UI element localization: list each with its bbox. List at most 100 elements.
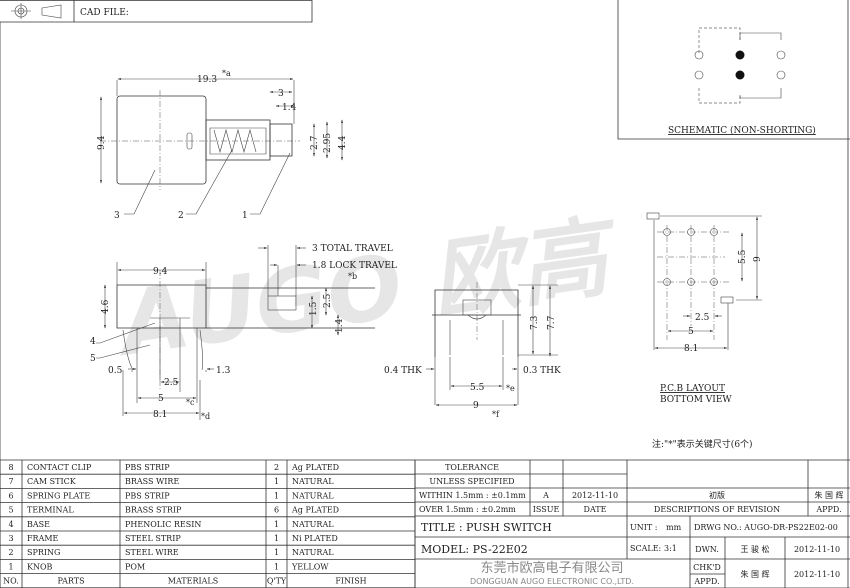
bom-cell-finish: Ag PLATED bbox=[291, 463, 339, 472]
bom-cell-no: 6 bbox=[8, 491, 13, 500]
pcb-bottom-view-title: BOTTOM VIEW bbox=[660, 395, 732, 405]
bom-header-no: NO. bbox=[3, 577, 19, 586]
bom-cell-qty: 1 bbox=[274, 491, 279, 500]
schematic-panel: SCHEMATIC (NON-SHORTING) bbox=[617, 0, 850, 140]
revision-date: 2012-11-10 bbox=[572, 491, 618, 500]
dim-1-4: 1.4 bbox=[335, 318, 345, 333]
bom-cell-no: 2 bbox=[8, 548, 13, 557]
dim-5: 5 bbox=[158, 394, 164, 404]
front-view: 7.3 7.7 0.4 THK 0.3 THK 5.5 *e 9 *f bbox=[384, 282, 561, 419]
revision-description: 初版 bbox=[709, 490, 725, 500]
dim-1-4: 1.4 bbox=[282, 103, 297, 113]
drawn-by: 王 骏 松 bbox=[740, 544, 769, 554]
pcb-layout: 5.5 9 2.5 5 8.1 P.C.B LAYOUT BOTTOM VIEW… bbox=[646, 212, 763, 450]
bom-cell-qty: 2 bbox=[274, 463, 279, 472]
dim-9: 9 bbox=[753, 256, 763, 262]
dim-4-6: 4.6 bbox=[101, 299, 111, 314]
header-strip: CAD FILE: bbox=[0, 0, 313, 588]
bom-cell-qty: 1 bbox=[274, 562, 279, 571]
dim-7-7: 7.7 bbox=[547, 315, 557, 330]
dim-0-5: 0.5 bbox=[108, 366, 123, 376]
unit-value: mm bbox=[666, 523, 682, 532]
revision-approver: 朱 国 辉 bbox=[814, 490, 843, 500]
schematic-title: SCHEMATIC (NON-SHORTING) bbox=[668, 125, 816, 136]
tolerance-label: TOLERANCE bbox=[445, 463, 499, 472]
key-dimension-note: 注:"*"表示关键尺寸(6个) bbox=[652, 438, 753, 450]
cad-file-label: CAD FILE: bbox=[80, 8, 129, 18]
callout-1: 1 bbox=[242, 211, 248, 221]
scale-value: 3:1 bbox=[664, 544, 677, 553]
dim-1-5: 1.5 bbox=[309, 301, 319, 316]
dim-4-4: 4.4 bbox=[338, 135, 348, 150]
pcb-layout-title: P.C.B LAYOUT bbox=[660, 384, 725, 394]
bom-cell-no: 5 bbox=[8, 506, 13, 515]
key-dim-b: *b bbox=[348, 272, 357, 281]
dim-8-1: 8.1 bbox=[153, 410, 167, 420]
bom-cell-parts: TERMINAL bbox=[27, 506, 74, 515]
date-label: DATE bbox=[584, 505, 607, 514]
bom-cell-materials: PBS STRIP bbox=[125, 463, 170, 472]
bom-cell-parts: CONTACT CLIP bbox=[27, 463, 92, 472]
dim-9: 9 bbox=[473, 401, 479, 411]
dim-5: 5 bbox=[688, 327, 694, 337]
bom-cell-materials: STEEL WIRE bbox=[125, 548, 179, 557]
tolerance-within: WITHIN 1.5mm : ±0.1mm bbox=[419, 491, 526, 500]
callout-2: 2 bbox=[178, 211, 184, 221]
bom-cell-parts: SPRING bbox=[27, 548, 60, 557]
dim-19-3: 19.3 bbox=[197, 75, 217, 85]
bom-cell-finish: NATURAL bbox=[292, 477, 334, 486]
key-dim-d: *d bbox=[201, 412, 210, 421]
bom-cell-parts: BASE bbox=[27, 520, 50, 529]
bom-cell-no: 3 bbox=[8, 534, 13, 543]
bom-cell-no: 4 bbox=[8, 520, 13, 529]
drawing-number: DRWG NO.: AUGO-DR-PS22E02-00 bbox=[694, 523, 838, 532]
bom-cell-no: 1 bbox=[8, 562, 13, 571]
bom-cell-materials: PBS STRIP bbox=[125, 491, 170, 500]
dwn-label: DWN. bbox=[695, 545, 719, 554]
title-block: TOLERANCE UNLESS SPECIFIED WITHIN 1.5mm … bbox=[414, 459, 850, 588]
dim-7-3: 7.3 bbox=[530, 315, 540, 330]
bom-cell-no: 7 bbox=[8, 477, 13, 486]
bom-cell-qty: 1 bbox=[274, 520, 279, 529]
watermark: AUGO 欧高 bbox=[109, 204, 627, 377]
key-dim-f: *f bbox=[492, 410, 500, 419]
company-name-cn: 东莞市欧高电子有限公司 bbox=[480, 560, 623, 576]
callout-5: 5 bbox=[90, 354, 96, 364]
dim-2-95: 2.95 bbox=[323, 133, 333, 153]
callout-3: 3 bbox=[114, 211, 120, 221]
unit-label: UNIT : bbox=[630, 523, 657, 532]
dim-9-4: 9.4 bbox=[153, 267, 168, 277]
key-dim-c: *c bbox=[186, 398, 195, 407]
contact-closed-icon bbox=[735, 50, 745, 60]
bom-header-qty: Q'TY bbox=[267, 577, 287, 586]
bom-cell-qty: 1 bbox=[274, 534, 279, 543]
chkd-label: CHK'D bbox=[693, 563, 721, 572]
dim-2-5: 2.5 bbox=[164, 378, 179, 388]
dim-3: 3 bbox=[278, 89, 284, 99]
dim-5-5: 5.5 bbox=[470, 383, 485, 393]
bom-cell-qty: 6 bbox=[274, 506, 279, 515]
scale-label: SCALE: bbox=[630, 544, 661, 553]
tolerance-sub-label: UNLESS SPECIFIED bbox=[429, 477, 514, 486]
bom-cell-materials: BRASS WIRE bbox=[125, 477, 179, 486]
bom-cell-no: 8 bbox=[8, 463, 13, 472]
checked-date: 2012-11-10 bbox=[794, 570, 840, 579]
key-dim-a: *a bbox=[222, 69, 231, 78]
bom-cell-parts: SPRING PLATE bbox=[27, 491, 90, 500]
company-name-en: DONGGUAN AUGO ELECTRONIC CO.,LTD. bbox=[470, 577, 634, 586]
dim-5-5: 5.5 bbox=[738, 249, 748, 264]
bom-cell-materials: BRASS STRIP bbox=[125, 506, 182, 515]
bom-cell-finish: YELLOW bbox=[291, 562, 329, 571]
total-travel-label: 3 TOTAL TRAVEL bbox=[312, 244, 393, 254]
bom-cell-finish: NATURAL bbox=[292, 520, 334, 529]
dim-2-7: 2.7 bbox=[310, 135, 320, 150]
dim-2-5-vertical: 2.5 bbox=[323, 293, 333, 308]
bom-header-materials: MATERIALS bbox=[168, 577, 218, 586]
key-dim-e: *e bbox=[506, 384, 515, 393]
thk-0-4-label: 0.4 THK bbox=[384, 366, 422, 376]
issue-label: ISSUE bbox=[533, 505, 560, 514]
dim-1-3: 1.3 bbox=[216, 366, 231, 376]
bom-header-finish: FINISH bbox=[335, 577, 366, 586]
